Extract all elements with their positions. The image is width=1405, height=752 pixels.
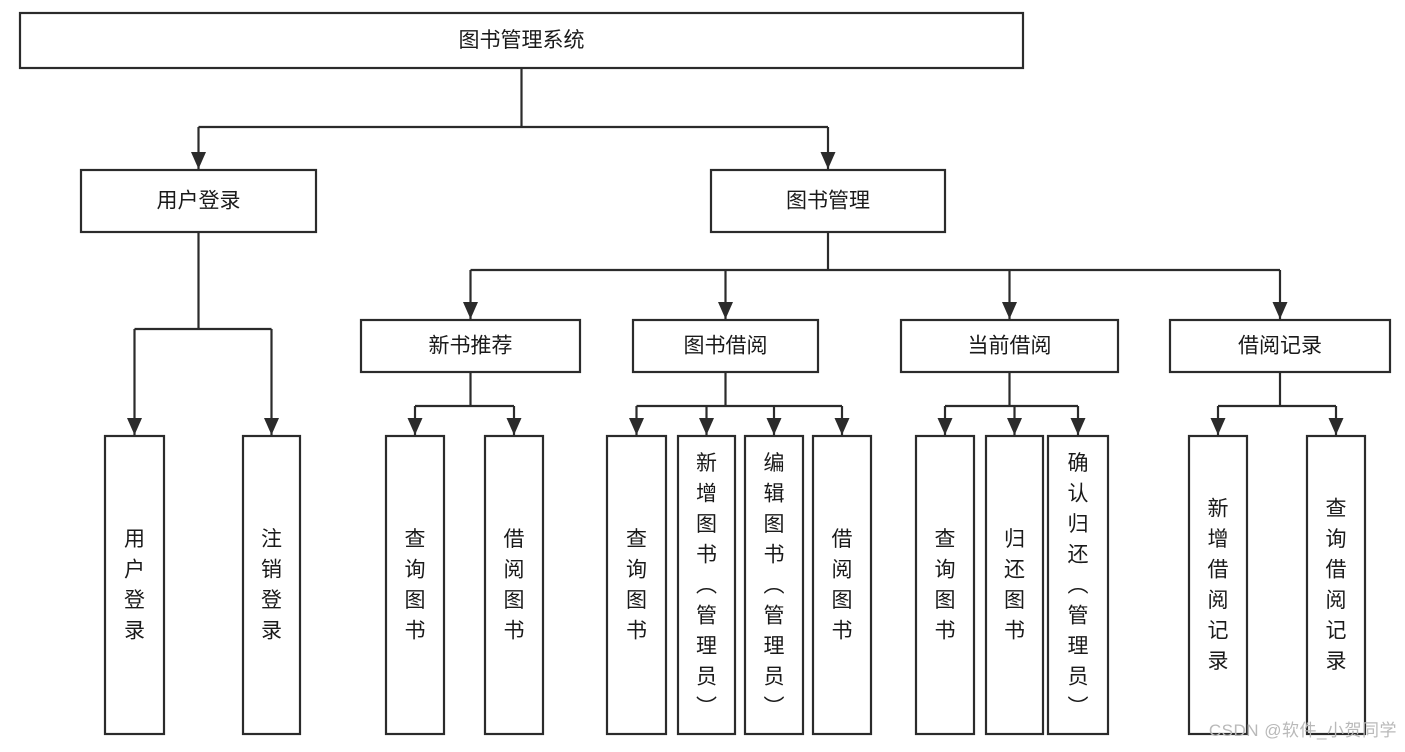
arrow-head-icon xyxy=(191,152,206,169)
node-label: 图书管理系统 xyxy=(459,29,585,52)
node-leaf-4[interactable]: 借阅图书 xyxy=(483,434,545,736)
arrow-head-icon xyxy=(463,302,478,319)
node-label: 确认归还︵管理员︶ xyxy=(1068,452,1089,719)
arrow-head-icon xyxy=(264,418,279,435)
node-label: 图书管理 xyxy=(786,190,870,213)
node-label: 新增借阅记录 xyxy=(1208,498,1229,674)
node-root-1[interactable]: 图书管理系统 xyxy=(18,11,1025,70)
node-level2-2[interactable]: 图书管理 xyxy=(709,168,947,234)
node-label: 编辑图书︵管理员︶ xyxy=(764,452,785,719)
node-label: 借阅图书 xyxy=(832,528,853,643)
node-box xyxy=(483,434,545,736)
node-leaf-11[interactable]: 确认归还︵管理员︶ xyxy=(1046,434,1110,736)
node-label: 查询图书 xyxy=(405,528,426,643)
node-leaf-12[interactable]: 新增借阅记录 xyxy=(1187,434,1249,736)
node-label: 借阅记录 xyxy=(1238,335,1322,358)
node-leaf-2[interactable]: 注销登录 xyxy=(241,434,302,736)
node-label: 注销登录 xyxy=(261,528,282,643)
arrow-head-icon xyxy=(766,418,782,435)
node-label: 用户登录 xyxy=(157,190,241,213)
arrow-head-icon xyxy=(407,418,423,435)
node-box xyxy=(103,434,166,736)
node-level2-1[interactable]: 用户登录 xyxy=(79,168,318,234)
node-label: 借阅图书 xyxy=(504,528,525,643)
node-box xyxy=(1187,434,1249,736)
node-level3-1[interactable]: 新书推荐 xyxy=(359,318,582,374)
node-box xyxy=(1305,434,1367,736)
arrow-head-icon xyxy=(1272,302,1288,319)
arrow-head-icon xyxy=(1002,302,1017,319)
node-leaf-1[interactable]: 用户登录 xyxy=(103,434,166,736)
node-box xyxy=(384,434,446,736)
node-label: 查询图书 xyxy=(935,528,956,643)
arrow-head-icon xyxy=(506,418,522,435)
node-level3-4[interactable]: 借阅记录 xyxy=(1168,318,1392,374)
node-box xyxy=(1168,318,1392,374)
node-box xyxy=(241,434,302,736)
node-leaf-3[interactable]: 查询图书 xyxy=(384,434,446,736)
node-box xyxy=(743,434,805,736)
arrow-head-icon xyxy=(820,152,836,169)
node-leaf-10[interactable]: 归还图书 xyxy=(984,434,1045,736)
node-box xyxy=(984,434,1045,736)
arrow-head-icon xyxy=(834,418,850,435)
node-box xyxy=(79,168,318,234)
node-leaf-8[interactable]: 借阅图书 xyxy=(811,434,873,736)
arrow-head-icon xyxy=(1328,418,1344,435)
arrow-head-icon xyxy=(629,418,644,435)
node-box xyxy=(811,434,873,736)
arrow-head-icon xyxy=(937,418,953,435)
node-leaf-7[interactable]: 编辑图书︵管理员︶ xyxy=(743,434,805,736)
node-label: 当前借阅 xyxy=(968,335,1052,358)
csdn-watermark: CSDN @软件_小贺同学 xyxy=(1208,721,1397,740)
arrow-head-icon xyxy=(699,418,714,435)
node-level3-3[interactable]: 当前借阅 xyxy=(899,318,1120,374)
arrow-head-icon xyxy=(1070,418,1086,435)
node-label: 查询图书 xyxy=(626,528,647,643)
node-box xyxy=(631,318,820,374)
node-label: 新书推荐 xyxy=(429,335,513,358)
node-leaf-9[interactable]: 查询图书 xyxy=(914,434,976,736)
node-label: 用户登录 xyxy=(124,528,145,643)
node-box xyxy=(18,11,1025,70)
node-level3-2[interactable]: 图书借阅 xyxy=(631,318,820,374)
node-label: 新增图书︵管理员︶ xyxy=(696,452,717,719)
node-leaf-6[interactable]: 新增图书︵管理员︶ xyxy=(676,434,737,736)
connectors-layer xyxy=(127,68,1344,435)
node-label: 归还图书 xyxy=(1004,528,1025,643)
arrow-head-icon xyxy=(127,418,142,435)
arrow-head-icon xyxy=(1007,418,1022,435)
arrow-head-icon xyxy=(718,302,733,319)
node-box xyxy=(605,434,668,736)
node-box xyxy=(899,318,1120,374)
node-box xyxy=(709,168,947,234)
node-leaf-5[interactable]: 查询图书 xyxy=(605,434,668,736)
node-box xyxy=(1046,434,1110,736)
node-leaf-13[interactable]: 查询借阅记录 xyxy=(1305,434,1367,736)
node-box xyxy=(914,434,976,736)
node-label: 查询借阅记录 xyxy=(1326,498,1347,674)
node-box xyxy=(359,318,582,374)
arrow-head-icon xyxy=(1210,418,1226,435)
node-label: 图书借阅 xyxy=(684,335,768,358)
node-box xyxy=(676,434,737,736)
nodes-layer: 图书管理系统用户登录图书管理新书推荐图书借阅当前借阅借阅记录用户登录注销登录查询… xyxy=(18,11,1392,736)
